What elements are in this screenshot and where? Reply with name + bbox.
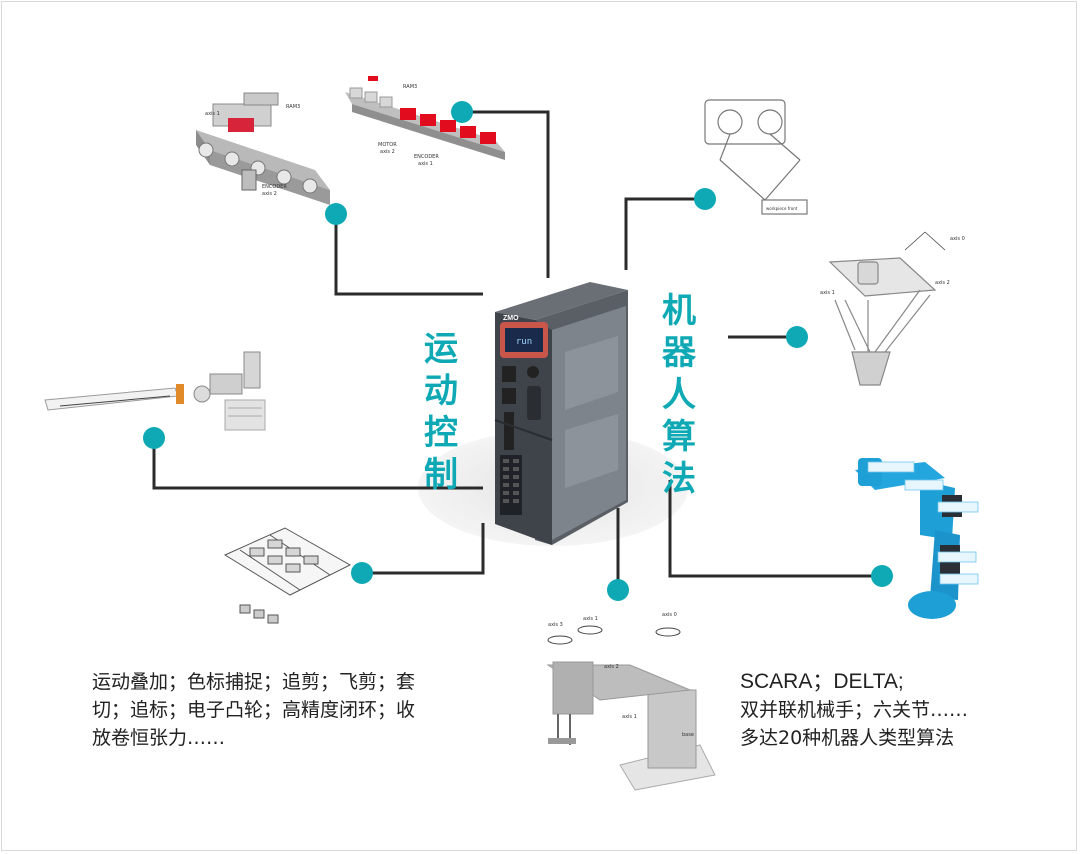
dot-feeder — [143, 427, 165, 449]
callout-conveyor-a-4: axis 2 — [262, 191, 277, 197]
callout-conveyor-b-1: RAM3 — [403, 84, 417, 90]
callout-parallel-robot: workpiece front — [766, 206, 798, 211]
motion-desc-line-1: 运动叠加；色标捕捉；追剪；飞剪；套 — [92, 671, 416, 693]
callout-scara-6: base — [682, 732, 694, 738]
dot-conveyor-a — [325, 203, 347, 225]
callout-scara-1: axis 3 — [548, 622, 563, 628]
scara-robot-illustration: axis 3 axis 1 axis 0 axis 2 axis 1 base — [546, 612, 716, 791]
dot-parallel-robot — [694, 188, 716, 210]
connector-parallel-robot — [624, 197, 705, 270]
robot-desc-line-1: SCARA；DELTA; — [740, 670, 904, 693]
connectors — [152, 110, 882, 590]
red-box-conveyor-illustration: RAM3 MOTOR axis 2 ENCODER axis 1 — [345, 76, 505, 167]
robot-algorithm-label: 机器人算法 — [662, 291, 696, 499]
motion-control-description: 运动叠加；色标捕捉；追剪；飞剪；套 切；追标；电子凸轮；高精度闭环；收 放卷恒张… — [92, 668, 452, 752]
dot-conveyor-b — [451, 101, 473, 123]
motion-desc-line-2: 切；追标；电子凸轮；高精度闭环；收 — [92, 699, 416, 721]
dot-gantry — [351, 562, 373, 584]
callout-conveyor-a-3: ENCODER — [262, 184, 287, 190]
dot-delta — [786, 326, 808, 348]
connector-dots — [143, 101, 893, 601]
six-axis-robot-illustration — [855, 458, 979, 619]
motion-controller-device: run ZMO — [494, 282, 628, 545]
xy-gantry-illustration — [223, 527, 352, 624]
callout-delta-3: axis 2 — [935, 280, 950, 286]
callout-delta-1: axis 0 — [950, 236, 965, 242]
dot-six-axis — [871, 565, 893, 587]
connector-six-axis — [668, 480, 882, 578]
feeder-line-illustration — [44, 351, 266, 431]
motion-control-label: 运动控制 — [424, 329, 458, 495]
robot-algorithm-description: SCARA；DELTA; 双并联机械手；六关节…… 多达20种机器人类型算法 — [740, 668, 1040, 752]
dot-scara — [607, 579, 629, 601]
delta-robot-illustration: axis 0 axis 1 axis 2 — [820, 231, 965, 386]
callout-scara-5: axis 1 — [622, 714, 637, 720]
callout-conveyor-a-2: axis 1 — [205, 111, 220, 117]
robot-desc-line-2: 双并联机械手；六关节…… — [740, 699, 969, 721]
motion-desc-line-3: 放卷恒张力…… — [92, 727, 226, 749]
controller-screen — [505, 328, 543, 352]
callout-scara-2: axis 1 — [583, 616, 598, 622]
connector-conveyor-a — [334, 214, 483, 296]
robot-desc-line-3: 多达20种机器人类型算法 — [740, 727, 955, 749]
parallel-robot-illustration: workpiece front — [704, 99, 808, 215]
callout-scara-4: axis 2 — [604, 664, 619, 670]
callout-conveyor-b-2: MOTOR — [378, 142, 397, 148]
controller-screen-text: run — [516, 337, 532, 347]
connector-conveyor-b — [462, 110, 550, 278]
connector-gantry — [362, 523, 485, 575]
callout-conveyor-a-1: RAM3 — [286, 104, 300, 110]
conveyor-station-illustration: RAM3 axis 1 ENCODER axis 2 — [196, 92, 330, 205]
callout-conveyor-b-5: axis 1 — [418, 161, 433, 167]
controller-brand: ZMO — [503, 315, 519, 322]
connector-feeder — [152, 438, 483, 490]
callout-conveyor-b-3: axis 2 — [380, 149, 395, 155]
callout-conveyor-b-4: ENCODER — [414, 154, 439, 160]
callout-delta-2: axis 1 — [820, 290, 835, 296]
callout-scara-3: axis 0 — [662, 612, 677, 618]
